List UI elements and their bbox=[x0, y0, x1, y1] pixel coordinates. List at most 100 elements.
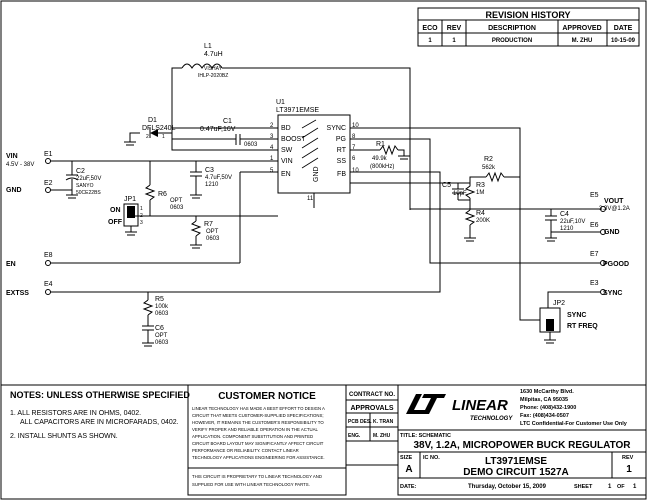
notice-line-4: VERIFY PROPER AND RELIABLE OPERATION IN … bbox=[192, 427, 318, 432]
r7-value: OPT bbox=[206, 229, 219, 235]
e8-terminal bbox=[45, 260, 51, 266]
jp1-off-label: OFF bbox=[108, 219, 123, 226]
notice-line-7: PERFORMANCE OR RELIABILITY. CONTACT LINE… bbox=[192, 448, 299, 453]
of-label: OF bbox=[617, 484, 625, 490]
r1-resistor: R1 49.9k (800kHz) bbox=[370, 141, 399, 170]
d1-ref: D1 bbox=[148, 117, 157, 124]
d1-symbol bbox=[150, 129, 158, 137]
pin-num-7: 7 bbox=[352, 145, 356, 151]
e4-ref: E4 bbox=[44, 281, 53, 288]
of-value: 1 bbox=[633, 484, 637, 490]
jp2-jumper: JP2 SYNC RT FREQ bbox=[539, 300, 598, 333]
e1-ref: E1 bbox=[44, 151, 53, 158]
pin-num-11: 11 bbox=[307, 196, 314, 202]
c2-value: 22uF,50V bbox=[76, 176, 101, 182]
pcb-des-name: K. TRAN bbox=[373, 419, 394, 425]
c2-part: 50CE22BS bbox=[76, 190, 101, 196]
u1-part: LT3971EMSE bbox=[276, 107, 319, 114]
eng-label: ENG. bbox=[348, 433, 361, 439]
c5-value: 10pF bbox=[453, 191, 467, 197]
r1-note: (800kHz) bbox=[370, 164, 394, 170]
pin-vin: VIN bbox=[281, 158, 293, 165]
sheet-value: 1 bbox=[608, 484, 612, 490]
pin-num-9: 10 bbox=[352, 168, 359, 174]
rev-row-eco: 1 bbox=[428, 38, 432, 44]
d1-diode: D1 DFLS240L 2 1 bbox=[142, 117, 176, 140]
c1-ref: C1 bbox=[223, 118, 232, 125]
pin-bd: BD bbox=[281, 125, 291, 132]
rev-row-rev: 1 bbox=[452, 38, 456, 44]
l1-part: IHLP-2020BZ bbox=[198, 73, 228, 79]
c6-ref: C6 bbox=[155, 325, 164, 332]
pgood-label: PGOOD bbox=[603, 261, 629, 268]
gnd-out-label: GND bbox=[604, 229, 620, 236]
jp2-sync-label: SYNC bbox=[567, 312, 586, 319]
gnd-out-connector: E6 GND bbox=[590, 222, 620, 236]
ic-part: LT3971EMSE bbox=[485, 456, 547, 467]
e8-ref: E8 bbox=[44, 252, 53, 259]
r6-value: OPT bbox=[170, 198, 183, 204]
notice-line-6: CIRCUIT BOARD LAYOUT MAY SIGNIFICANTLY A… bbox=[192, 441, 324, 446]
l1-ref: L1 bbox=[204, 43, 212, 50]
gnd-in-connector: GND E2 bbox=[6, 180, 53, 194]
r7-resistor: R7 OPT 0603 bbox=[190, 220, 220, 242]
title-block: TITLE: SCHEMATIC 38V, 1.2A, MICROPOWER B… bbox=[397, 429, 647, 496]
schematic-title: 38V, 1.2A, MICROPOWER BUCK REGULATOR bbox=[413, 440, 631, 451]
company-address-2: Milpitas, CA 95035 bbox=[520, 397, 568, 403]
pcb-des-label: PCB DES. bbox=[348, 419, 372, 425]
rev-label: REV bbox=[622, 455, 634, 461]
svg-text:2: 2 bbox=[140, 213, 143, 219]
r7-ref: R7 bbox=[204, 221, 213, 228]
r7-pkg: 0603 bbox=[206, 236, 220, 242]
pin-rt: RT bbox=[337, 147, 347, 154]
d1-part: DFLS240L bbox=[142, 125, 176, 132]
r4-resistor: R4 200K bbox=[464, 209, 490, 226]
revision-history-table: REVISION HISTORY ECO REV DESCRIPTION APP… bbox=[417, 7, 640, 47]
notes-block: NOTES: UNLESS OTHERWISE SPECIFIED 1. ALL… bbox=[10, 390, 190, 440]
e7-ref: E7 bbox=[590, 251, 599, 258]
jp2-rtfreq-label: RT FREQ bbox=[567, 323, 598, 330]
l1-coil bbox=[181, 63, 223, 69]
r3-resistor: R3 1M bbox=[464, 182, 485, 199]
extss-label: EXTSS bbox=[6, 290, 29, 297]
r2-value: 562k bbox=[482, 165, 496, 171]
pin-num-4: 4 bbox=[270, 145, 274, 151]
approvals-title: APPROVALS bbox=[350, 405, 393, 412]
note-1a: 1. ALL RESISTORS ARE IN OHMS, 0402. bbox=[10, 410, 141, 417]
company-address-1: 1630 McCarthy Blvd. bbox=[520, 389, 574, 395]
notice-line-2: CIRCUIT THAT MEETS CUSTOMER-SUPPLIED SPE… bbox=[192, 413, 324, 418]
size-label: SIZE bbox=[400, 455, 413, 461]
pin-en: EN bbox=[281, 171, 291, 178]
l1-value: 4.7uH bbox=[204, 51, 223, 58]
pgood-connector: E7 PGOOD bbox=[590, 251, 629, 268]
company-fax: Fax: (408)434-0507 bbox=[520, 413, 569, 419]
pin-num-2: 2 bbox=[270, 123, 274, 129]
sync-connector: E3 SYNC bbox=[590, 280, 622, 297]
notes-title: NOTES: UNLESS OTHERWISE SPECIFIED bbox=[10, 390, 190, 400]
vout-connector: E5 VOUT 3.3V@1.2A bbox=[590, 192, 630, 212]
logo-sub: TECHNOLOGY bbox=[470, 416, 513, 422]
pin-sw: SW bbox=[281, 147, 293, 154]
c1-pkg: 0603 bbox=[244, 142, 258, 148]
rev-row-date: 10-15-09 bbox=[611, 38, 636, 44]
size-value: A bbox=[405, 464, 412, 475]
jp1-jumper: JP1 ON OFF 1 2 3 bbox=[108, 196, 143, 227]
c6-pkg: 0603 bbox=[155, 340, 169, 346]
contract-no-label: CONTRACT NO. bbox=[349, 392, 395, 398]
pin-sync: SYNC bbox=[327, 125, 346, 132]
e2-ref: E2 bbox=[44, 180, 53, 187]
pin-ss: SS bbox=[337, 158, 347, 165]
rev-row-approved: M. ZHU bbox=[572, 38, 593, 44]
rev-value: 1 bbox=[626, 464, 632, 475]
r3-ref: R3 bbox=[476, 182, 485, 189]
approvals-block: CONTRACT NO. APPROVALS PCB DES. K. TRAN … bbox=[345, 384, 399, 466]
date-label: DATE: bbox=[400, 484, 417, 490]
rev-header-rev: REV bbox=[447, 25, 462, 32]
vin-connector: VIN 4.5V - 38V E1 bbox=[6, 151, 53, 168]
c2-ref: C2 bbox=[76, 168, 85, 175]
l1-mfr: VISHAY bbox=[204, 66, 223, 72]
e2-terminal bbox=[45, 187, 51, 193]
extss-connector: EXTSS E4 bbox=[6, 281, 53, 297]
jp2-ref: JP2 bbox=[553, 300, 565, 307]
